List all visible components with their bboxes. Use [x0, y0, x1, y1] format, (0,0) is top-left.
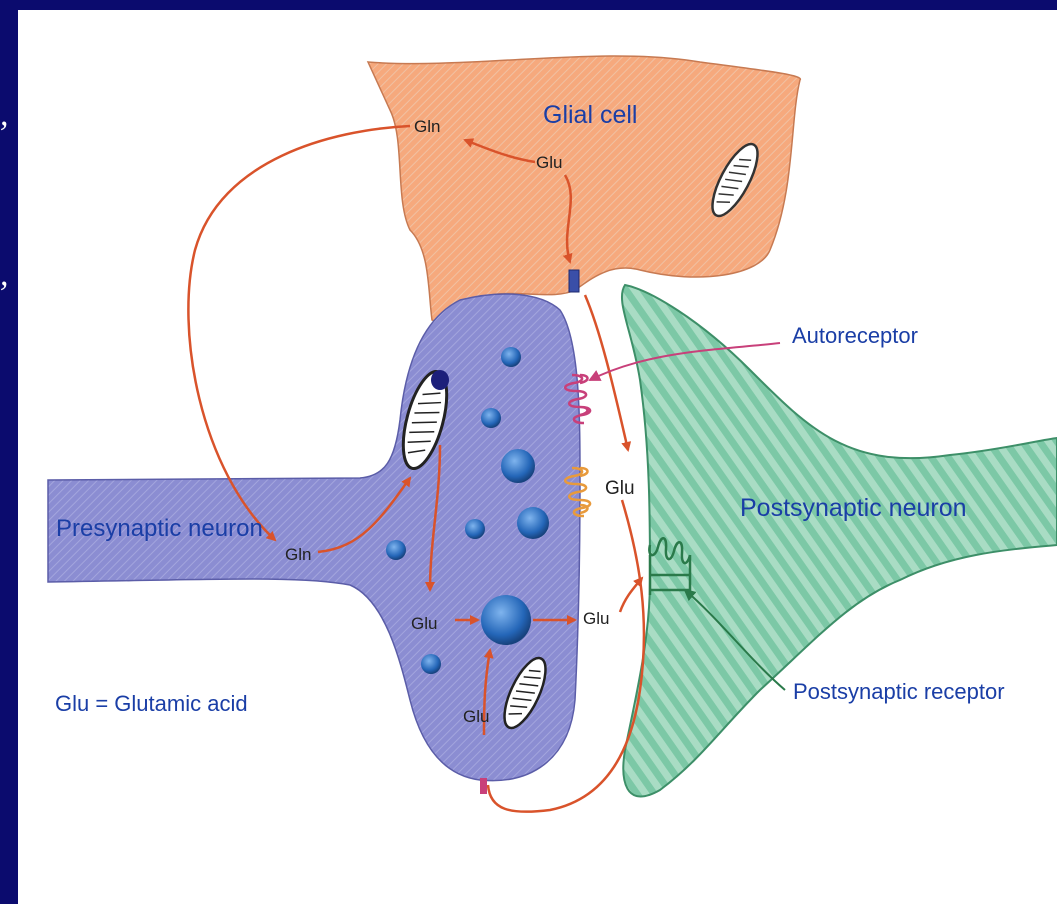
glial-transporter-icon	[569, 270, 579, 292]
autoreceptor-label: Autoreceptor	[792, 323, 918, 348]
postsynaptic-neuron-label: Postsynaptic neuron	[740, 494, 967, 522]
reuptake-transporter-icon	[480, 778, 487, 794]
glial-cell-label: Glial cell	[543, 101, 637, 129]
glu-glial-label: Glu	[536, 153, 562, 172]
glu-presynaptic-bottom-label: Glu	[463, 707, 489, 726]
postsynaptic-receptor-label: Postsynaptic receptor	[793, 679, 1005, 704]
glu-presynaptic-right-label: Glu	[583, 609, 609, 628]
vesicle	[481, 408, 501, 428]
glu-presynaptic-left-label: Glu	[411, 614, 437, 633]
presynaptic-mitochondrion-cap-icon	[431, 370, 449, 390]
gln-presynaptic-label: Gln	[285, 545, 311, 564]
vesicle	[501, 347, 521, 367]
vesicle-fusing	[481, 595, 531, 645]
presynaptic-neuron-label: Presynaptic neuron	[56, 515, 263, 542]
vesicle	[421, 654, 441, 674]
vesicle	[386, 540, 406, 560]
gln-glial-label: Gln	[414, 117, 440, 136]
glu-cleft-label: Glu	[605, 478, 635, 499]
vesicle	[465, 519, 485, 539]
postsynaptic-neuron-body	[622, 285, 1057, 796]
vesicle	[517, 507, 549, 539]
vesicle	[501, 449, 535, 483]
legend-glu-definition: Glu = Glutamic acid	[55, 691, 248, 716]
arrow-glu-to-receptor	[620, 578, 642, 612]
